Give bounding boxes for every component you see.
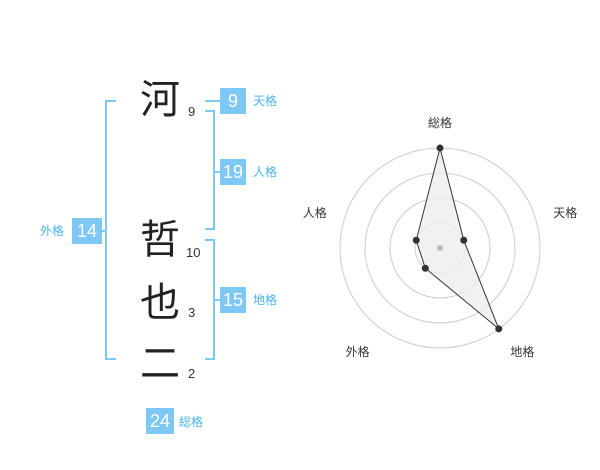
jinkaku-badge: 19 — [220, 159, 246, 185]
radar-axis-label-3: 外格 — [345, 345, 370, 360]
stroke-count-4: 2 — [188, 366, 196, 381]
jinkaku-label: 人格 — [253, 165, 278, 179]
soukaku-label: 総格 — [179, 415, 204, 429]
radar-axis-label-2: 地格 — [510, 345, 535, 360]
tenkaku-label: 天格 — [253, 94, 278, 108]
name-char-3: 也 — [140, 280, 180, 326]
radar-axis-label-1: 天格 — [553, 205, 578, 220]
name-char-1: 河 — [140, 77, 180, 123]
tenkaku-badge: 9 — [220, 88, 246, 114]
radar-center — [437, 245, 443, 251]
gaikaku-label: 外格 — [40, 224, 65, 238]
chikaku-label: 地格 — [253, 293, 278, 307]
name-char-2: 哲 — [140, 217, 180, 263]
radar-point-2 — [495, 325, 503, 333]
radar-point-1 — [460, 236, 468, 244]
radar-axis-label-0: 総格 — [427, 116, 452, 130]
chikaku-badge: 15 — [220, 287, 246, 313]
radar-point-3 — [421, 264, 429, 272]
radar-point-0 — [436, 144, 444, 152]
gaikaku-badge: 14 — [72, 218, 102, 244]
radar-axis-label-4: 人格 — [302, 205, 327, 220]
soukaku-badge: 24 — [146, 408, 174, 434]
name-char-4: 二 — [140, 341, 180, 387]
jinkaku-bracket — [205, 110, 215, 230]
stroke-count-3: 3 — [188, 305, 196, 320]
radar-point-4 — [412, 236, 420, 244]
stroke-count-1: 9 — [188, 104, 196, 119]
radar-area — [415, 147, 500, 330]
stroke-count-2: 10 — [186, 245, 201, 260]
